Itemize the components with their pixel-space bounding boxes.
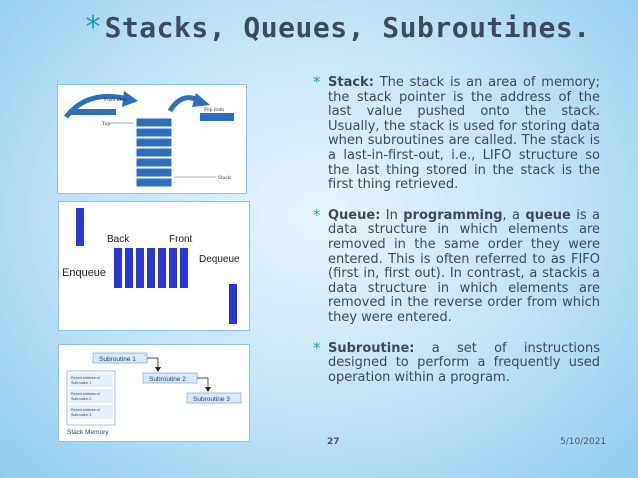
bullet-text: is a data structure in which elements ar…	[328, 207, 600, 325]
stack-block	[135, 157, 173, 168]
title-bullet: *	[84, 10, 103, 45]
bullet-term: Stack:	[328, 75, 374, 90]
queue-figure: Back Front Enqueue Dequeue	[58, 201, 250, 331]
front-label: Front	[169, 234, 193, 245]
title-text: Stacks, Queues, Subroutines.	[104, 11, 591, 44]
slide-date: 5/10/2021	[560, 437, 607, 447]
bullet-glyph: *	[313, 338, 321, 357]
stack-memory-slot	[69, 389, 113, 403]
bullet-text: a set of instructions designed to perfor…	[328, 340, 600, 385]
bullet-emphasis: programming	[403, 207, 503, 223]
dequeued-element	[229, 284, 237, 324]
subroutine-3-box	[186, 392, 242, 404]
stack-block	[135, 147, 173, 158]
stack-block	[135, 167, 173, 178]
subroutine-figure: Subroutine 1 Subroutine 2 Subroutine 3 R…	[58, 344, 250, 442]
bullet-emphasis: queue	[525, 207, 571, 223]
return-address-2-line2: Subroutine 2	[71, 397, 91, 401]
stack-block	[135, 137, 173, 148]
queue-element	[158, 248, 166, 288]
pop-label: Pop item	[204, 107, 225, 113]
queue-element	[169, 248, 177, 288]
stack-block	[135, 117, 173, 128]
queue-element	[125, 248, 133, 288]
queue-element	[114, 248, 122, 288]
stack-memory-label: Stack Memory	[67, 429, 109, 436]
subroutine-3-label: Subroutine 3	[193, 396, 230, 403]
queue-element	[180, 248, 188, 288]
bullet-text: , a	[502, 207, 526, 223]
dequeue-label: Dequeue	[199, 254, 240, 265]
stack-diagram: Push item Top Pop item Stack	[64, 91, 234, 188]
push-label: Push item	[104, 97, 127, 103]
push-item-block	[70, 109, 116, 115]
enqueue-label: Enqueue	[62, 267, 106, 279]
call-arrow-2	[205, 387, 211, 392]
return-address-3-line1: Return address of	[71, 408, 100, 412]
page-number: 27	[327, 437, 340, 447]
call-arrow-1	[155, 367, 161, 372]
bullet-queue: * Queue: In programming, a queue is a da…	[312, 205, 600, 326]
return-address-3-line2: Subroutine 3	[71, 413, 91, 417]
stack-figure: Push item Top Pop item Stack	[57, 84, 247, 194]
bullet-text: The stack is an area of memory; the stac…	[328, 75, 600, 193]
subroutine-diagram: Subroutine 1 Subroutine 2 Subroutine 3 R…	[66, 352, 242, 436]
subroutine-2-label: Subroutine 2	[149, 376, 186, 383]
return-address-1-line2: Subroutine 1	[71, 381, 91, 385]
stack-memory-slot	[69, 373, 113, 387]
subroutine-1-label: Subroutine 1	[99, 356, 136, 363]
bullet-subroutine: * Subroutine: a set of instructions desi…	[312, 338, 600, 386]
bullet-term: Subroutine:	[328, 340, 415, 356]
queue-element	[136, 248, 144, 288]
stack-block	[135, 127, 173, 138]
queue-element	[147, 248, 155, 288]
bullet-list: * Stack: The stack is an area of memory;…	[312, 73, 600, 401]
bullet-glyph: *	[313, 73, 321, 91]
top-label: Top	[102, 121, 110, 127]
slide-title: *Stacks, Queues, Subroutines.	[84, 10, 624, 45]
bullet-glyph: *	[313, 205, 321, 224]
incoming-element	[76, 208, 84, 246]
stack-blocks	[135, 117, 173, 188]
bullet-term: Queue:	[328, 207, 381, 223]
popped-item-block	[200, 113, 234, 121]
queue-elements	[114, 248, 188, 288]
stack-label: Stack	[218, 175, 231, 181]
bullet-text: In	[380, 207, 404, 223]
return-address-1-line1: Return address of	[71, 376, 100, 380]
queue-diagram: Back Front Enqueue Dequeue	[62, 208, 240, 324]
return-address-2-line1: Return address of	[71, 392, 100, 396]
pop-arrowhead	[192, 93, 210, 107]
stack-block	[135, 177, 173, 188]
stack-memory-slot	[69, 405, 113, 419]
back-label: Back	[107, 234, 130, 245]
bullet-stack: * Stack: The stack is an area of memory;…	[312, 73, 600, 193]
push-arrowhead	[122, 91, 138, 107]
